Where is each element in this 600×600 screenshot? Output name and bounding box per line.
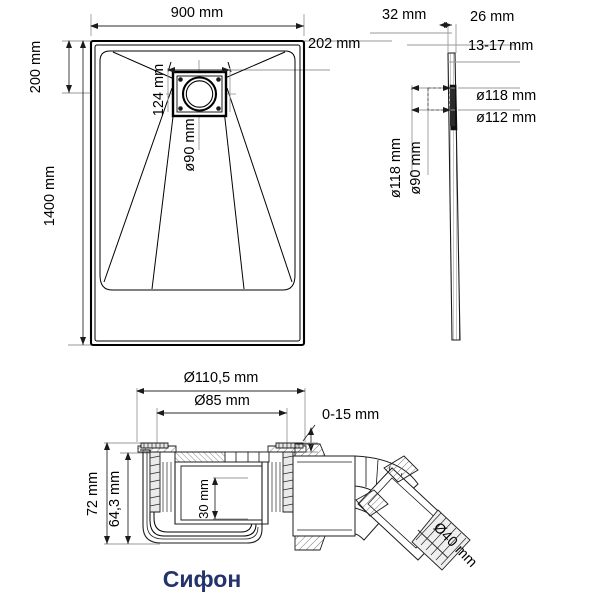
dimension-d110-5mm: Ø110,5 mm <box>136 370 306 442</box>
dimension-72mm-label: 72 mm <box>85 472 101 516</box>
siphon-outlet-pipe-inner <box>297 461 352 531</box>
dimension-30mm-label: 30 mm <box>196 479 211 519</box>
dimension-200mm-label: 200 mm <box>28 41 44 93</box>
dimension-d90mm-top-label: ø90 mm <box>182 118 198 171</box>
siphon-outlet-barrel <box>355 455 471 571</box>
dimension-13-17mm-label: 13-17 mm <box>468 38 533 54</box>
dimension-1400mm-label: 1400 mm <box>42 166 58 226</box>
dimension-26mm: 26 mm <box>439 9 514 28</box>
tray-inner-outline <box>94 44 301 342</box>
siphon-caption: Сифон <box>163 566 242 592</box>
tray-slope-lines <box>103 51 293 290</box>
dimension-200mm: 200 mm <box>28 40 72 93</box>
dimension-d112mm-right: ø112 mm <box>476 110 536 126</box>
siphon-cap-group <box>137 442 307 463</box>
siphon-lid-inset <box>224 451 270 463</box>
dimension-d118mm-left: ø118 mm <box>388 138 404 198</box>
side-view-detail-box <box>411 85 451 113</box>
siphon-body-group: 30 mm <box>140 449 294 544</box>
drain-bore-inner <box>185 80 214 108</box>
siphon-bottom-bowl-inner <box>146 452 259 540</box>
dimension-30mm: 30 mm <box>196 477 248 520</box>
tray-section-drain-core <box>450 88 455 126</box>
top-view-extension-lines <box>62 14 392 346</box>
siphon-outer-shell <box>140 449 257 537</box>
dimension-d110-5mm-label: Ø110,5 mm <box>184 370 259 386</box>
dimension-64-3mm-label: 64,3 mm <box>107 471 123 527</box>
dimension-72mm: 72 mm <box>85 442 160 545</box>
dimension-202mm: 202 mm <box>308 36 360 52</box>
tray-basin-outline <box>99 50 296 291</box>
dimension-124mm: 124 mm <box>151 64 231 116</box>
dimension-0-15mm-label: 0-15 mm <box>322 407 379 423</box>
dimension-32mm-label: 32 mm <box>382 7 426 23</box>
dimension-32mm: 32 mm <box>382 7 426 23</box>
siphon-nut-top <box>294 443 326 457</box>
siphon-barrel-cap-top <box>383 455 419 483</box>
dimension-900mm-label: 900 mm <box>171 5 223 21</box>
dimension-d85mm-label: Ø85 mm <box>194 393 250 409</box>
dimension-d118mm-left-label: ø118 mm <box>388 138 404 198</box>
side-view-group: 32 mm 26 mm 13-17 mm ø118 mm ø112 mm <box>370 7 536 341</box>
dimension-13-17mm: 13-17 mm <box>468 38 533 54</box>
siphon-barrel-ribs <box>411 509 471 571</box>
siphon-barrel-cap-bottom <box>355 489 389 517</box>
siphon-collar-left <box>149 451 161 513</box>
dimension-d112mm-right-label: ø112 mm <box>476 110 536 126</box>
top-view-group: 900 mm 200 mm 1400 mm 202 mm <box>28 5 392 347</box>
dimension-124mm-label: 124 mm <box>151 64 167 116</box>
siphon-outlet-pipe-body <box>292 455 356 537</box>
siphon-barrel-rib-lines <box>415 512 467 566</box>
siphon-collar-left-threads <box>149 455 161 507</box>
siphon-nut-bottom <box>294 535 326 551</box>
siphon-ribs-right <box>271 462 281 512</box>
siphon-lid-inset-lines <box>235 452 260 462</box>
siphon-inner-cup <box>174 461 269 525</box>
siphon-view-group: Ø110,5 mm Ø85 mm 0-15 mm <box>85 370 480 592</box>
siphon-outlet-pipe-group: Ø40 mm <box>292 443 480 571</box>
dimension-900mm: 900 mm <box>90 5 304 29</box>
dimension-d85mm: Ø85 mm <box>156 393 288 443</box>
drain-bolt-group <box>178 77 221 111</box>
siphon-elbow-lower <box>354 507 381 541</box>
dimension-d118mm-right: ø118 mm <box>476 88 536 104</box>
drain-body-inner <box>176 75 223 113</box>
siphon-bottom-bowl <box>142 452 263 544</box>
tray-outer-outline <box>89 39 306 347</box>
dimension-1400mm: 1400 mm <box>42 40 86 345</box>
side-view-extension-lines <box>370 24 520 175</box>
siphon-collar-right-threads <box>282 455 294 507</box>
dimension-202mm-label: 202 mm <box>308 36 360 52</box>
siphon-ribs-left <box>158 462 172 512</box>
dimension-d118mm-right-label: ø118 mm <box>476 88 536 104</box>
dimension-64-3mm: 64,3 mm <box>107 452 150 544</box>
dimension-d90mm-left: ø90 mm <box>408 141 424 194</box>
dimension-d90mm-top: ø90 mm <box>182 118 198 171</box>
dimension-26mm-label: 26 mm <box>470 9 514 25</box>
siphon-outer-shell-inner <box>153 452 253 533</box>
dimension-d90mm-left-label: ø90 mm <box>408 141 424 194</box>
